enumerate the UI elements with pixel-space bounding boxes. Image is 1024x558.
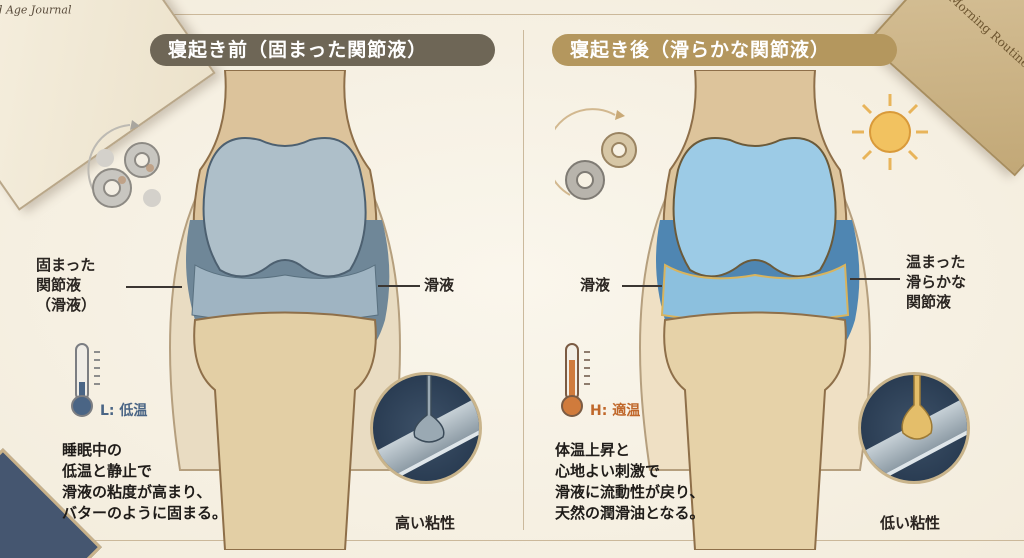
optimal-temperature-label: H: 適温: [590, 403, 641, 419]
synovial-fluid-leader-right: [622, 285, 662, 287]
synovial-fluid-leader-left: [378, 285, 420, 287]
after-description: 体温上昇と 心地よい刺激で 滑液に流動性が戻り、 天然の潤滑油となる。: [555, 441, 705, 522]
stiff-fluid-leader-line: [126, 286, 182, 288]
thermometer-low-icon: [71, 343, 100, 417]
fluid-drop-icon: [901, 375, 933, 440]
viscous-drop-icon: [413, 375, 445, 443]
synovial-fluid-label-left: 滑液: [424, 276, 455, 294]
lubricated-knee-joint-illustration: [639, 70, 871, 550]
before-waking-header: 寝起き前（固まった関節液）: [150, 34, 495, 66]
warm-fluid-leader-line: [850, 278, 900, 280]
low-viscosity-caption: 低い粘性: [880, 514, 941, 532]
frame-top-line: [0, 14, 1024, 15]
after-waking-header: 寝起き後（滑らかな関節液）: [552, 34, 897, 66]
warm-fluid-callout: 温まった 滑らかな 関節液: [906, 253, 967, 311]
stiff-fluid-callout: 固まった 関節液 （滑液）: [36, 256, 97, 314]
panel-divider: [523, 30, 524, 530]
morning-routine-title: Morning Routine: [946, 0, 1024, 71]
journal-title: Cold Age Journal: [0, 3, 72, 17]
rotation-arrow-icon: [130, 120, 140, 130]
low-temperature-label: L: 低温: [100, 403, 148, 419]
high-viscosity-inset: [370, 372, 482, 484]
before-description: 睡眠中の 低温と静止で 滑液の粘度が高まり、 バターのように固まる。: [62, 441, 228, 522]
rotation-arrow-icon: [615, 110, 625, 120]
low-viscosity-inset: [858, 372, 970, 484]
synovial-fluid-label-right: 滑液: [580, 276, 611, 294]
rusty-gears-icon: [87, 120, 161, 208]
thermometer-warm-icon: [561, 343, 590, 417]
clean-gears-icon: [555, 108, 637, 200]
high-viscosity-caption: 高い粘性: [395, 514, 456, 532]
stiff-knee-joint-illustration: [169, 70, 401, 550]
frame-bottom-line: [0, 540, 1024, 541]
sun-icon: [852, 94, 928, 170]
